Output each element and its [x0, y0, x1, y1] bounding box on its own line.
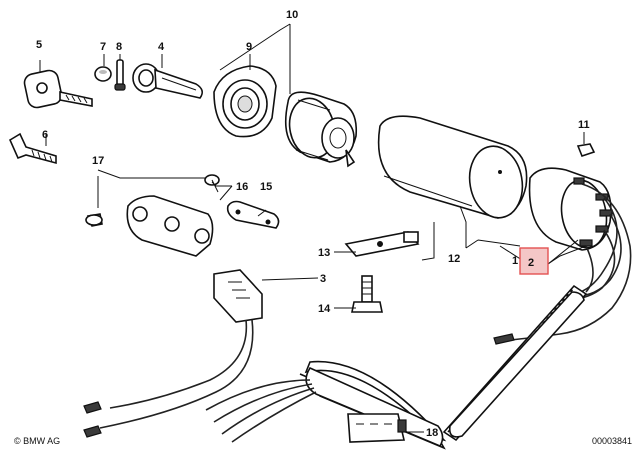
part-screw[interactable]	[85, 174, 220, 227]
leader-lines	[39, 23, 587, 433]
callout-5: 5	[36, 39, 42, 51]
callout-2-highlight[interactable]: 2	[519, 247, 549, 275]
callout-11: 11	[578, 119, 590, 131]
part-switch-cylinder[interactable]	[377, 115, 528, 222]
callout-18: 18	[426, 427, 438, 439]
copyright-label: © BMW AG	[14, 436, 60, 446]
part-connector-cable[interactable]	[83, 269, 263, 438]
callout-9: 9	[246, 41, 252, 53]
loose-wires	[205, 379, 317, 443]
callout-15: 15	[260, 181, 272, 193]
part-ignition-switch[interactable]	[528, 167, 613, 251]
callout-4: 4	[158, 41, 165, 53]
wire-harness-tube	[299, 284, 588, 450]
callout-17: 17	[92, 155, 104, 167]
part-bolt[interactable]	[351, 275, 383, 313]
callout-16: 16	[236, 181, 248, 193]
part-key-with-head[interactable]	[23, 69, 93, 109]
part-plug[interactable]	[347, 413, 407, 443]
callout-13: 13	[318, 247, 330, 259]
part-strip-plate[interactable]	[226, 200, 280, 229]
callout-14: 14	[318, 303, 331, 315]
callout-7: 7	[100, 41, 106, 53]
part-nut[interactable]	[576, 143, 596, 157]
part-bezel-ring[interactable]	[213, 65, 277, 138]
part-cap[interactable]	[94, 66, 112, 82]
callout-6: 6	[42, 129, 48, 141]
callout-8: 8	[116, 41, 122, 53]
callout-10: 10	[286, 9, 298, 21]
part-lock-housing[interactable]	[284, 91, 358, 168]
callout-2: 2	[528, 257, 534, 269]
part-bracket[interactable]	[344, 231, 420, 257]
part-mounting-plate[interactable]	[126, 195, 214, 257]
callout-3: 3	[320, 273, 326, 285]
drawing-number: 00003841	[592, 436, 632, 446]
callout-12: 12	[448, 253, 460, 265]
part-spare-key[interactable]	[8, 132, 57, 165]
part-lock-cylinder-key[interactable]	[132, 63, 204, 99]
part-pin[interactable]	[114, 59, 126, 91]
callout-1: 1	[512, 255, 518, 267]
callout-labels: 5 6 7 8 4 9 10 11 17 16 15 13 12 3 14 1 …	[36, 9, 590, 439]
